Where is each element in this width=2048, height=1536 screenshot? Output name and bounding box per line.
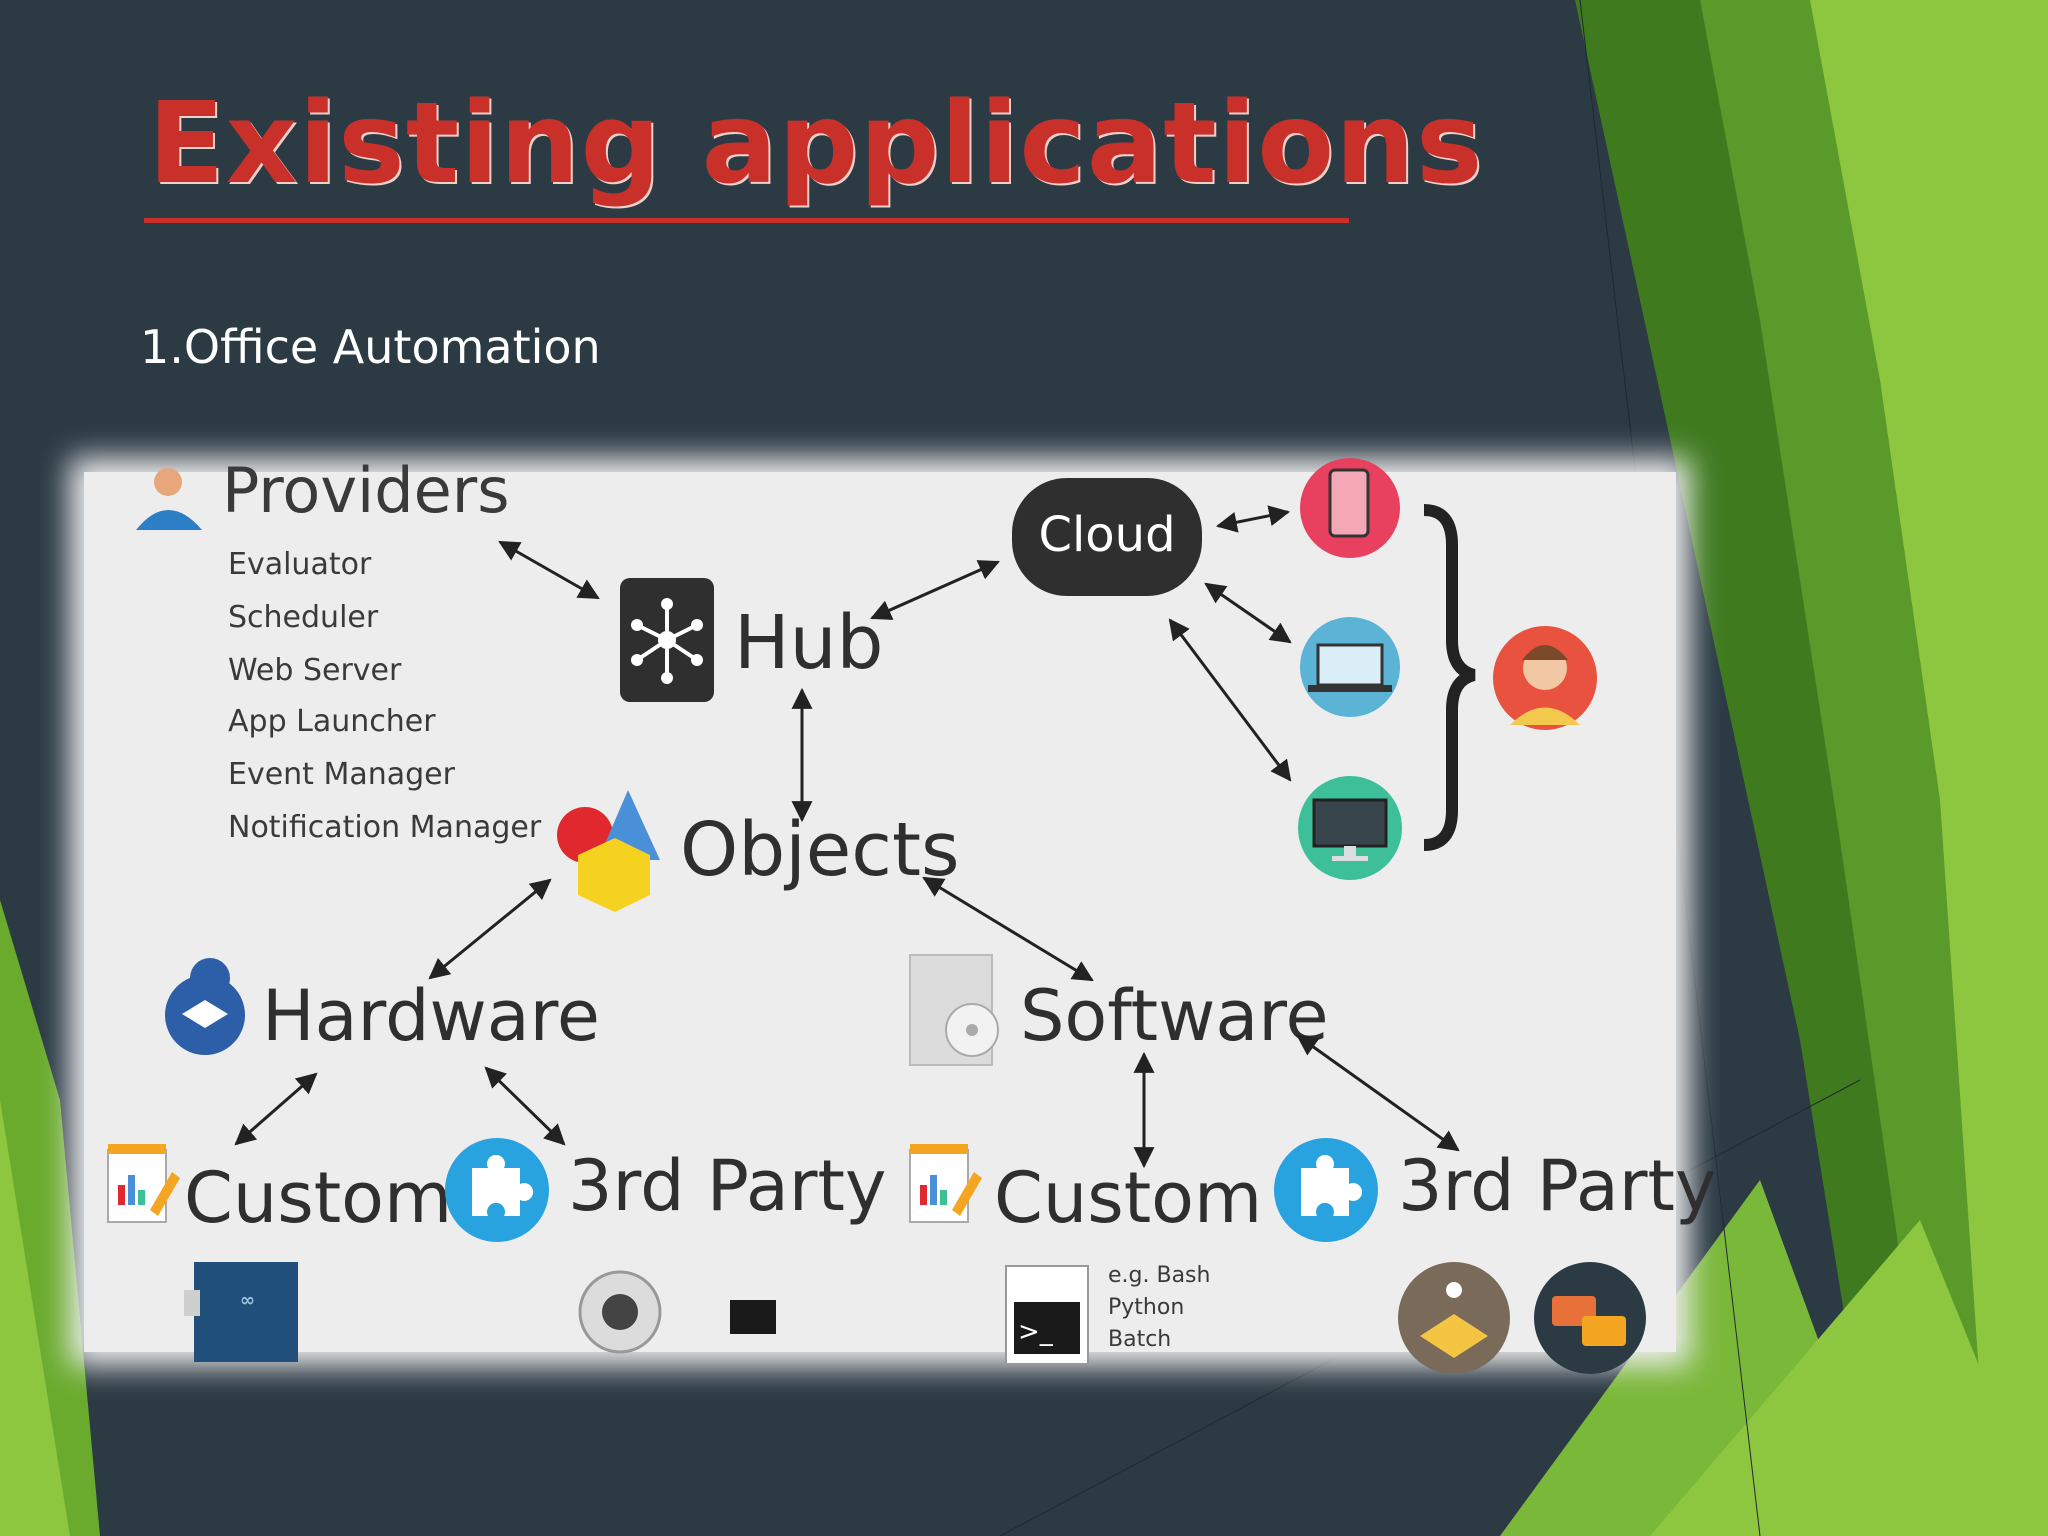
title-underline <box>144 218 1349 223</box>
providers-person-icon <box>136 468 202 530</box>
provider-item: Notification Manager <box>228 810 542 845</box>
cloud-node <box>1012 478 1202 596</box>
provider-item: Evaluator <box>228 547 372 582</box>
svg-text:∞: ∞ <box>240 1290 255 1311</box>
software-box-icon <box>909 954 999 1066</box>
desktop-icon <box>1298 776 1402 880</box>
hub-icon <box>620 578 714 702</box>
providers-list: Evaluator Scheduler Web Server App Launc… <box>228 547 542 845</box>
brace-icon <box>1423 504 1476 851</box>
provider-item: Web Server <box>228 653 402 688</box>
provider-item: App Launcher <box>228 704 436 739</box>
hw-custom-label: Custom <box>184 1157 452 1239</box>
sw-custom-label: Custom <box>994 1157 1262 1239</box>
cloud-label: Cloud <box>1038 507 1175 563</box>
provider-item: Scheduler <box>228 600 379 635</box>
bg-green-shape <box>1650 1220 2048 1536</box>
connector-cloud-laptop <box>1204 582 1292 644</box>
chart-notepad-icon <box>107 1144 180 1223</box>
connector-cloud-desktop <box>1168 618 1292 782</box>
user-avatar-icon <box>1493 626 1597 730</box>
terminal-icon: >_ <box>1005 1265 1089 1365</box>
provider-item: Event Manager <box>228 757 456 792</box>
connector-cloud-phone <box>1215 505 1291 533</box>
software-label: Software <box>1020 975 1329 1057</box>
connectors <box>234 505 1460 1169</box>
chat-bubbles-icon <box>1534 1262 1646 1374</box>
objects-icon <box>557 790 660 912</box>
connector-objects-hardware <box>428 878 552 980</box>
puzzle-icon <box>445 1138 549 1242</box>
connector-hardware-thirdparty <box>484 1066 566 1146</box>
connector-software-thirdparty <box>1296 1034 1460 1152</box>
connector-objects-software <box>922 876 1094 982</box>
sw-third-party-label: 3rd Party <box>1398 1145 1716 1227</box>
chart-notepad-icon <box>909 1144 982 1223</box>
phone-icon <box>1300 458 1400 558</box>
script-item: Python <box>1108 1295 1184 1320</box>
laptop-icon <box>1300 617 1400 717</box>
hub-label: Hub <box>734 600 884 686</box>
objects-label: Objects <box>680 807 960 893</box>
svg-text:>_: >_ <box>1018 1317 1054 1347</box>
device-chip-icon <box>730 1300 776 1334</box>
webcam-icon <box>578 1270 662 1354</box>
puzzle-icon <box>1274 1138 1378 1242</box>
hardware-label: Hardware <box>262 975 600 1057</box>
providers-heading: Providers <box>222 454 510 527</box>
bg-green-shape <box>1810 0 2048 1536</box>
architecture-diagram: Providers Evaluator Scheduler Web Server… <box>84 454 1716 1374</box>
connector-providers-hub <box>498 540 600 600</box>
script-item: Batch <box>1108 1327 1171 1352</box>
slide-title: Existing applications <box>148 79 1484 209</box>
circuit-board-icon: ∞ <box>184 1262 298 1362</box>
bg-green-shape <box>0 1100 70 1536</box>
connector-hub-cloud <box>870 560 1000 620</box>
hardware-cloud-icon <box>165 958 245 1055</box>
slide-subtitle: 1.Office Automation <box>140 320 601 374</box>
scripts-list: e.g. Bash Python Batch <box>1108 1263 1210 1352</box>
hw-third-party-label: 3rd Party <box>568 1145 886 1227</box>
package-icon <box>1398 1262 1510 1374</box>
script-item: e.g. Bash <box>1108 1263 1210 1288</box>
connector-hardware-custom <box>234 1072 318 1146</box>
